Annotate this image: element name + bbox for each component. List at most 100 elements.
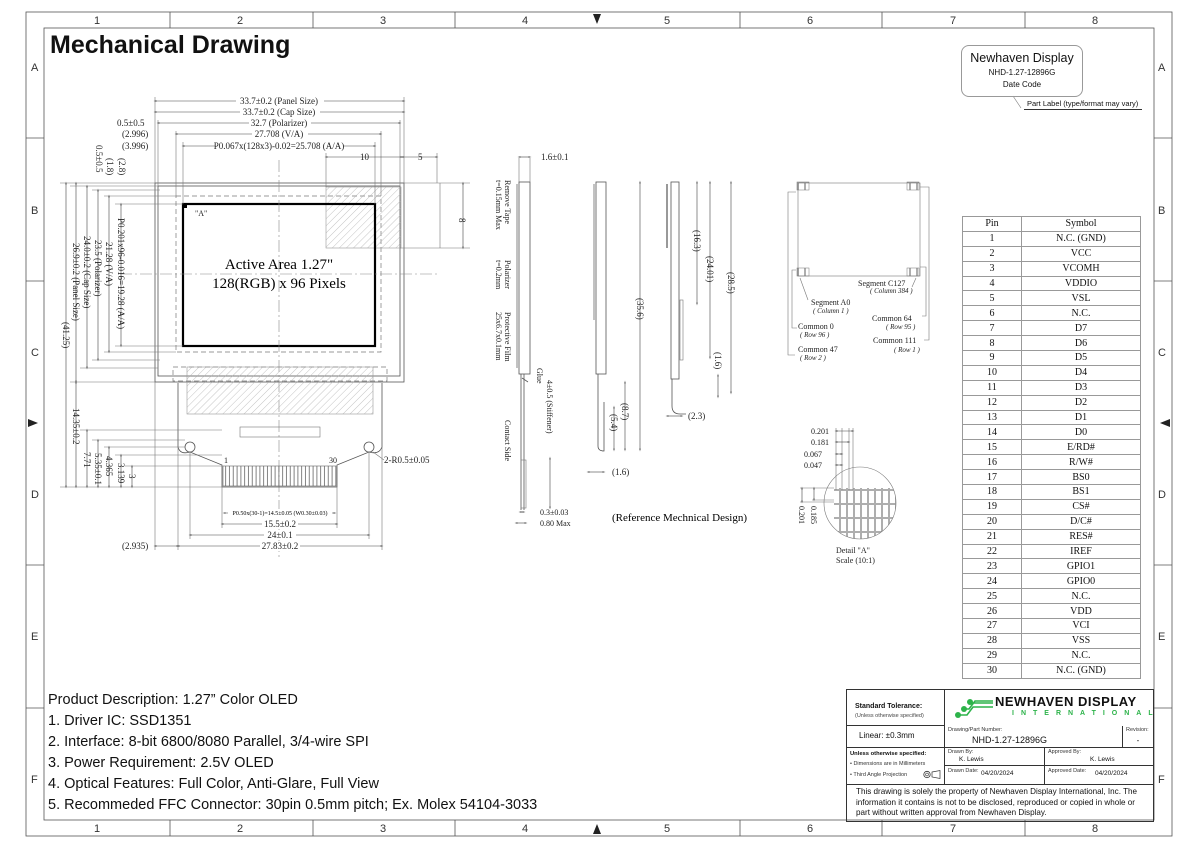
svg-text:Scale (10:1): Scale (10:1) <box>836 556 875 565</box>
svg-text:4: 4 <box>522 823 528 835</box>
svg-text:B: B <box>1158 205 1165 217</box>
svg-text:4: 4 <box>522 15 528 27</box>
svg-text:0.80 Max: 0.80 Max <box>540 519 571 528</box>
svg-text:33.7±0.2 (Panel Size): 33.7±0.2 (Panel Size) <box>240 96 318 106</box>
pin-symbol: D3 <box>1021 379 1141 396</box>
svg-text:(1.6): (1.6) <box>713 352 723 369</box>
svg-text:32.7 (Polarizer): 32.7 (Polarizer) <box>251 118 307 128</box>
svg-text:5: 5 <box>418 152 423 162</box>
pin-number: 3 <box>962 260 1022 277</box>
pin-number: 7 <box>962 320 1022 337</box>
svg-text:A: A <box>31 62 39 74</box>
svg-text:Polarizer: Polarizer <box>503 260 512 289</box>
svg-text:2: 2 <box>237 823 243 835</box>
pin-number: 22 <box>962 543 1022 560</box>
label-part: NHD-1.27-12896G <box>988 68 1056 77</box>
pin-number: 15 <box>962 439 1022 456</box>
svg-text:C: C <box>31 347 39 359</box>
part-label-leader <box>1012 95 1022 109</box>
product-description: Product Description: 1.27” Color OLED 1.… <box>48 690 537 816</box>
tolerance-sub: (Unless otherwise specified) <box>855 713 924 719</box>
svg-text:3.139: 3.139 <box>116 463 126 484</box>
tolerance-title: Standard Tolerance: <box>855 703 923 710</box>
pin-symbol: N.C. (GND) <box>1021 662 1141 679</box>
pin-symbol: RES# <box>1021 528 1141 545</box>
svg-text:24±0.1: 24±0.1 <box>267 530 292 540</box>
svg-text:(24.01): (24.01) <box>705 256 715 282</box>
svg-text:0.047: 0.047 <box>804 461 822 470</box>
svg-text:Detail "A": Detail "A" <box>836 546 870 555</box>
svg-text:F: F <box>1158 774 1165 786</box>
svg-text:Active Area 1.27": Active Area 1.27" <box>225 257 333 273</box>
pin-symbol: D7 <box>1021 320 1141 337</box>
description-title: Product Description: 1.27” Color OLED <box>48 692 298 708</box>
svg-text:14.35±0.2: 14.35±0.2 <box>71 408 81 444</box>
svg-text:(35.6): (35.6) <box>635 298 645 320</box>
svg-text:33.7±0.2 (Cap Size): 33.7±0.2 (Cap Size) <box>243 107 315 117</box>
svg-text:0.201: 0.201 <box>797 506 806 524</box>
pin-number: 1 <box>962 230 1022 247</box>
svg-text:Segment A0: Segment A0 <box>811 298 850 307</box>
svg-text:0.181: 0.181 <box>811 438 829 447</box>
sheet-border <box>25 11 1173 837</box>
svg-text:30: 30 <box>329 456 337 465</box>
svg-text:(8.7): (8.7) <box>620 403 630 420</box>
svg-text:15.5±0.2: 15.5±0.2 <box>264 519 296 529</box>
pin-number: 21 <box>962 528 1022 545</box>
revision: - <box>1136 736 1140 745</box>
svg-text:Glue: Glue <box>535 368 544 384</box>
part-number: NHD-1.27-12896G <box>972 735 1048 745</box>
svg-text:(1.6): (1.6) <box>612 467 629 477</box>
svg-text:F: F <box>31 774 38 786</box>
pin-number: 17 <box>962 469 1022 486</box>
pin-number: 5 <box>962 290 1022 307</box>
pin-table-header: Pin Symbol <box>962 216 1141 232</box>
fpc-tail <box>177 383 383 488</box>
description-line: 3. Power Requirement: 2.5V OLED <box>48 755 274 771</box>
svg-text:( Row 2 ): ( Row 2 ) <box>800 354 827 362</box>
units-note: • Dimensions are in Millimeters <box>850 761 926 767</box>
svg-text:t=0.2mm: t=0.2mm <box>494 260 503 290</box>
drawn-date-caption: Drawn Date: <box>948 768 979 774</box>
label-date-code: Date Code <box>1002 80 1042 89</box>
top-dimensions: 33.7±0.2 (Panel Size) 33.7±0.2 (Cap Size… <box>117 96 467 250</box>
svg-text:P0.067x(128x3)-0.02=25.708 (A/: P0.067x(128x3)-0.02=25.708 (A/A) <box>214 141 345 151</box>
description-line: 4. Optical Features: Full Color, Anti-Gl… <box>48 776 379 792</box>
header-symbol: Symbol <box>1021 216 1141 232</box>
svg-text:27.83±0.2: 27.83±0.2 <box>262 541 298 551</box>
pin-number: 27 <box>962 618 1022 634</box>
svg-text:(5.4): (5.4) <box>609 414 619 431</box>
svg-text:Protective Film: Protective Film <box>503 312 512 362</box>
pin-symbol: BS0 <box>1021 469 1141 486</box>
pin-number: 8 <box>962 335 1022 352</box>
unless-specified: Unless otherwise specified: <box>850 751 927 757</box>
svg-text:"A": "A" <box>195 209 207 218</box>
mounting-hole <box>184 441 196 453</box>
part-label-note: Part Label (type/format may vary) <box>1024 99 1143 110</box>
header-pin: Pin <box>962 216 1022 232</box>
pin-number: 18 <box>962 484 1022 500</box>
svg-text:5: 5 <box>664 15 670 27</box>
pin-symbol: D6 <box>1021 335 1141 352</box>
description-line: 5. Recommeded FFC Connector: 30pin 0.5mm… <box>48 797 538 813</box>
svg-text:P0.201x96-0.016=19.28 (A/A): P0.201x96-0.016=19.28 (A/A) <box>116 218 126 329</box>
svg-text:(28.5): (28.5) <box>726 272 736 294</box>
pin-symbol: D2 <box>1021 394 1141 411</box>
svg-text:6: 6 <box>807 15 813 27</box>
part-number-caption: Drawing/Part Number: <box>948 727 1003 733</box>
svg-text:7: 7 <box>950 15 956 27</box>
